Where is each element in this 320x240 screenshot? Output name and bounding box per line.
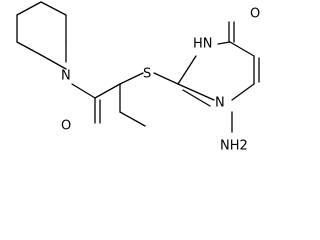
bond <box>217 41 231 45</box>
atom-label-s: S <box>143 67 151 82</box>
bond <box>94 83 121 99</box>
bond <box>16 41 42 56</box>
atom-label-o-carbonyl: O <box>61 119 71 134</box>
atom-label-o-ring: O <box>250 7 260 22</box>
bond <box>40 1 67 16</box>
pyrimidinone-ring <box>177 21 260 133</box>
amide-chain <box>71 72 146 127</box>
bond <box>177 55 197 85</box>
bond <box>16 1 42 16</box>
atom-label-nh2: NH2 <box>220 139 248 154</box>
atom-label-n-piperidine: N <box>61 69 71 84</box>
bond <box>71 83 96 99</box>
bond <box>119 111 146 127</box>
piperidine-ring <box>16 1 67 70</box>
bond <box>153 72 179 85</box>
atom-labels: N S O HN N O NH2 <box>61 7 260 154</box>
bond <box>40 54 67 70</box>
bond <box>231 83 255 101</box>
bond <box>119 72 144 85</box>
atom-label-nh: HN <box>193 37 213 52</box>
thioether-link <box>153 72 179 85</box>
bond <box>229 41 255 57</box>
bond <box>182 89 211 107</box>
atom-label-n-ring: N <box>215 96 225 111</box>
structure-diagram: N S O HN N O NH2 <box>16 1 260 154</box>
bond <box>177 83 215 101</box>
